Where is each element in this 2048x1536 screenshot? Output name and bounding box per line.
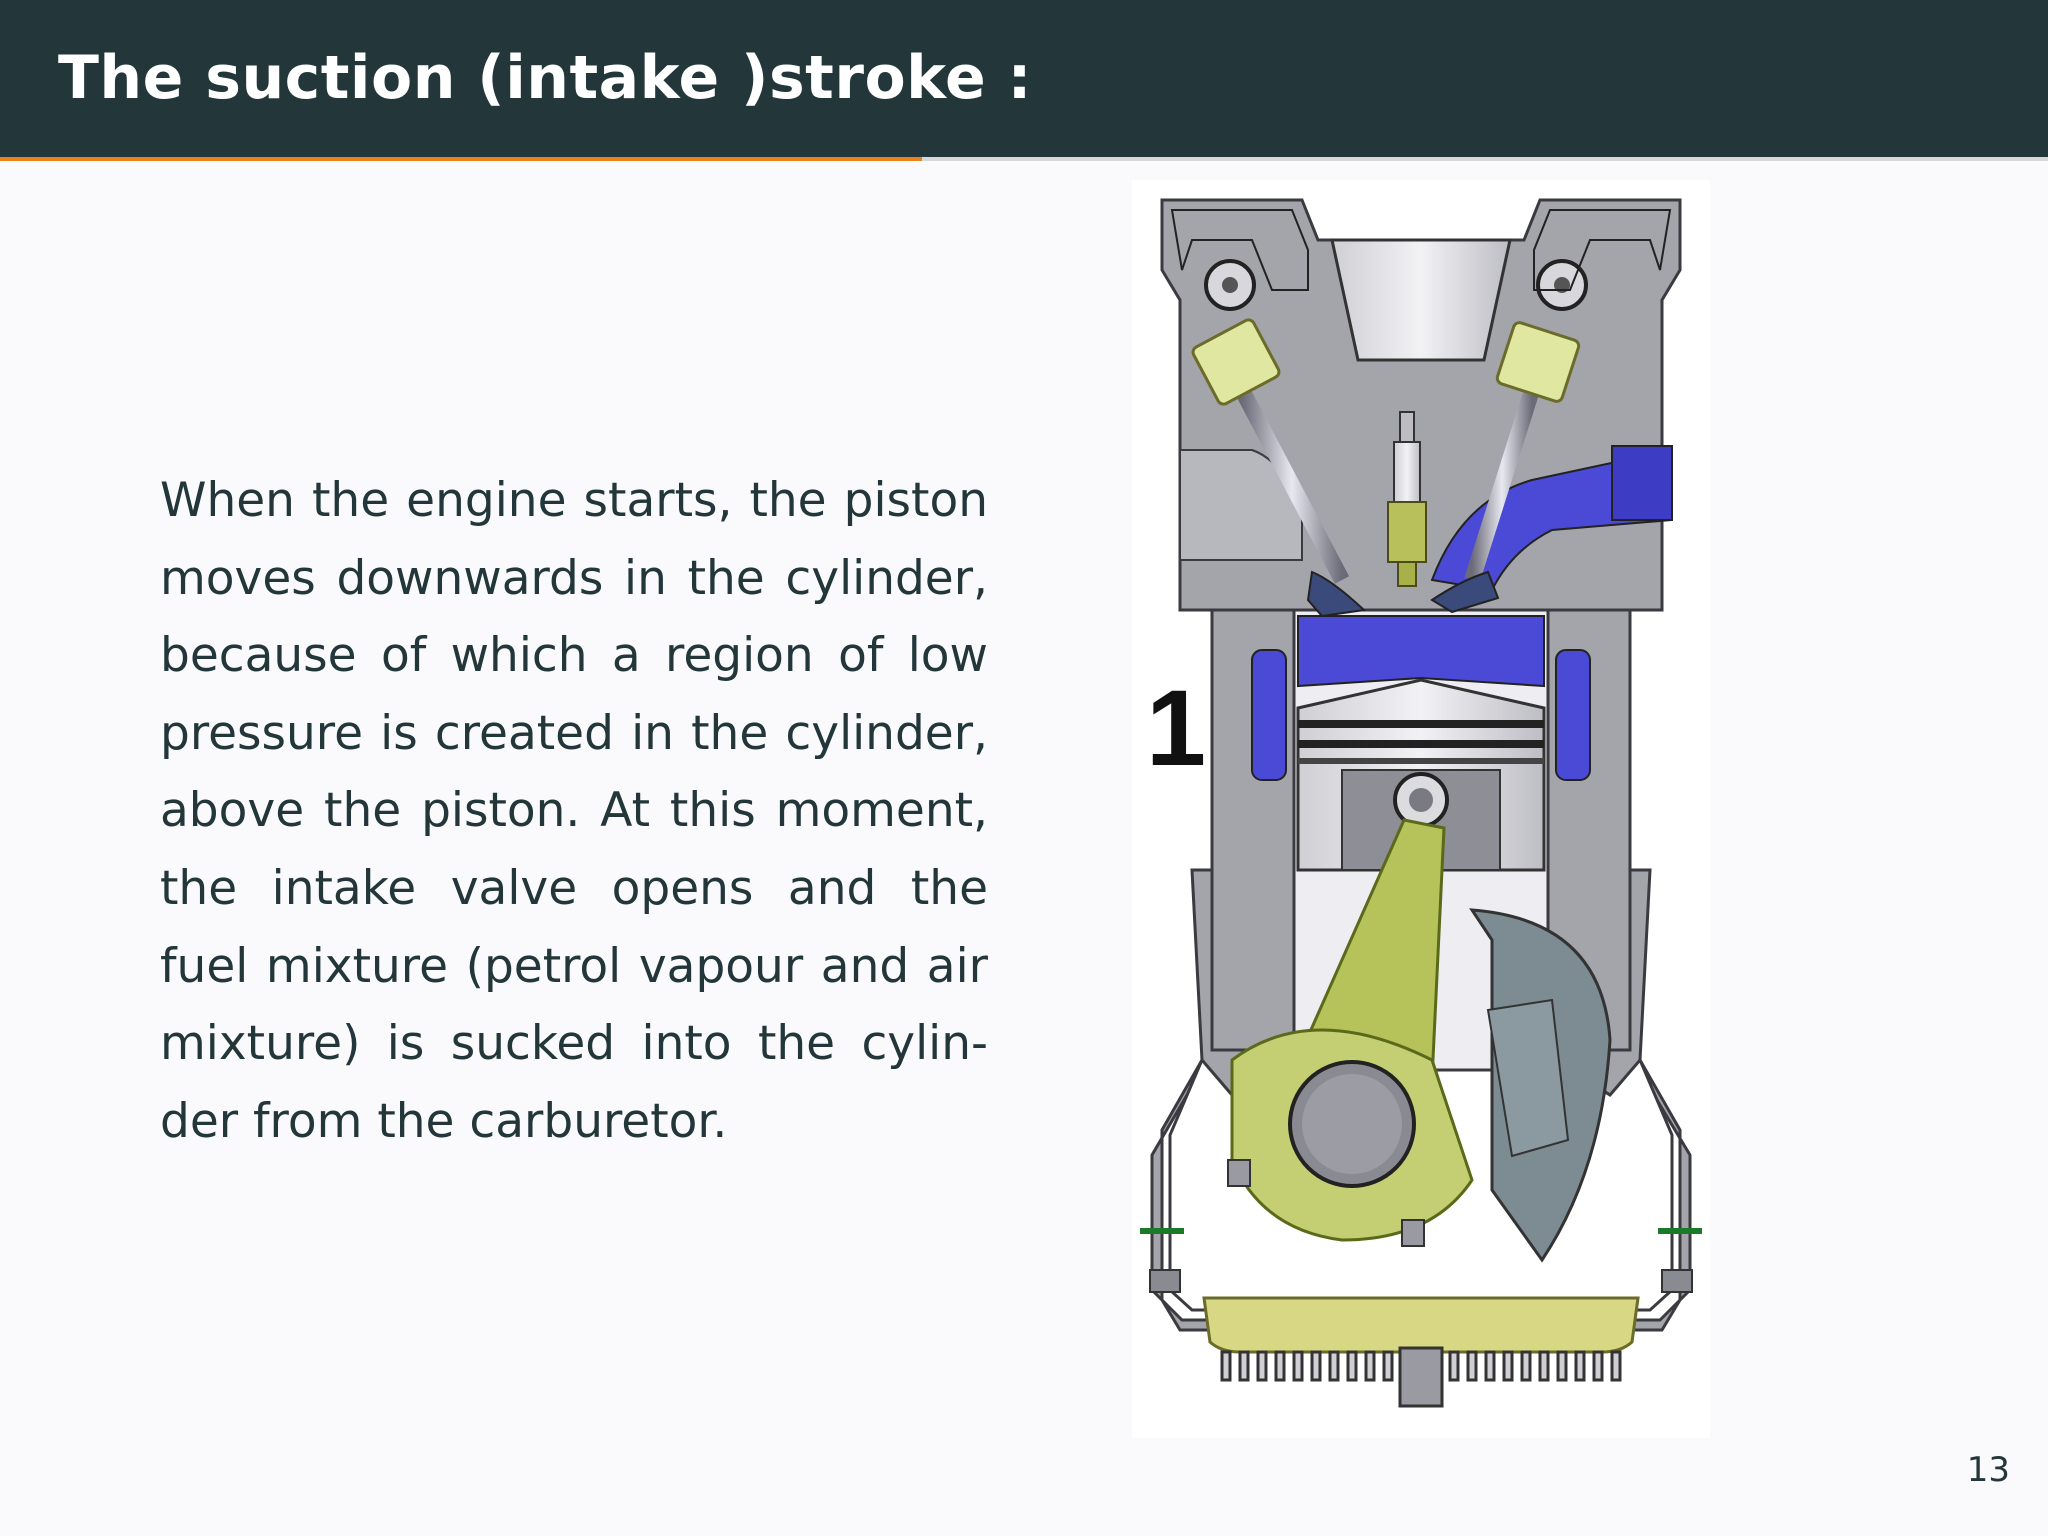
sump-fins xyxy=(1220,1350,1622,1382)
camshaft-left xyxy=(1204,259,1256,311)
progress-bar xyxy=(0,157,2048,161)
exhaust-valve xyxy=(1430,321,1581,614)
progress-bar-fill xyxy=(0,157,922,161)
connecting-rod xyxy=(1227,818,1474,1247)
stroke-number-label: 1 xyxy=(1146,667,1206,788)
intake-valve xyxy=(1191,318,1367,618)
slide-header: The suction (intake )stroke : xyxy=(0,0,2048,157)
piston xyxy=(1296,678,1546,872)
slide-title: The suction (intake )stroke : xyxy=(58,43,1033,113)
body-paragraph: When the engine starts, the pis­ton move… xyxy=(160,473,988,1149)
engine-diagram: 1 xyxy=(1132,180,1710,1438)
engine-illustration: 1 xyxy=(1140,198,1702,1408)
page-number: 13 xyxy=(1966,1450,2010,1490)
spark-plug xyxy=(1387,411,1427,587)
